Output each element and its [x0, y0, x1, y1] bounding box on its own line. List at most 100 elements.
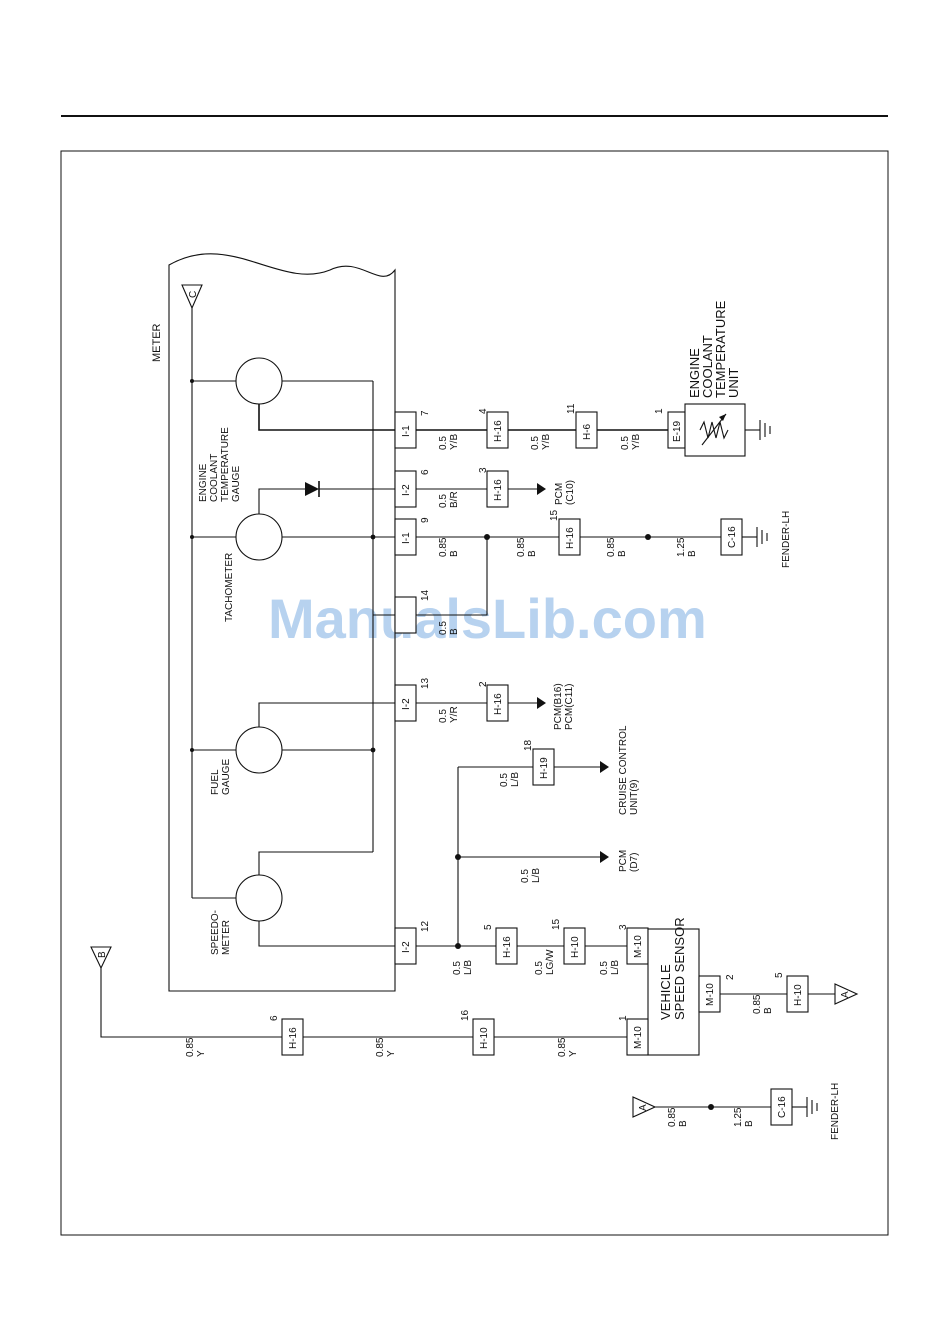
diode-symbol — [305, 482, 319, 496]
connector-h16-4: H-16 4 — [478, 408, 509, 449]
ref-a-in-label: A — [638, 1104, 649, 1111]
wire-label: 0.85Y — [375, 1037, 397, 1057]
svg-text:I-2: I-2 — [401, 941, 412, 953]
meter-connector-14: 14 — [394, 589, 431, 634]
wire — [258, 404, 395, 431]
connector-h16-6: H-16 6 — [269, 1015, 304, 1056]
meter-connector-i1-9: I-1 9 — [394, 517, 431, 556]
svg-text:M-10: M-10 — [633, 935, 644, 958]
svg-text:H-16: H-16 — [493, 420, 504, 442]
svg-text:I-2: I-2 — [401, 484, 412, 496]
coolant-gauge-label: ENGINECOOLANTTEMPERATUREGAUGE — [198, 427, 242, 502]
connector-h16-2: H-16 2 — [478, 681, 509, 722]
wire — [100, 968, 627, 1038]
pcm-b16-arrow — [537, 697, 546, 709]
wire — [416, 537, 488, 616]
ref-a-out-triangle — [834, 983, 859, 1005]
svg-text:5: 5 — [774, 972, 785, 978]
svg-text:C-16: C-16 — [777, 1096, 788, 1118]
connector-h16-5: H-16 5 — [483, 924, 518, 965]
wire — [258, 488, 305, 514]
tachometer-symbol — [235, 513, 283, 561]
connector-h10-5: H-10 5 — [774, 972, 809, 1013]
pcm-b16-c11-label: PCM(B16)PCM(C11) — [553, 683, 575, 730]
meter-connector-i2-12: I-2 12 — [394, 920, 431, 965]
svg-text:13: 13 — [420, 677, 431, 689]
connector-h10-15: H-10 15 — [551, 918, 586, 965]
svg-text:3: 3 — [478, 467, 489, 473]
pcm-c10-label: PCM(C10) — [554, 480, 576, 505]
svg-text:3: 3 — [618, 924, 629, 930]
speedometer-label: SPEEDO-METER — [210, 910, 232, 955]
wire-label: 0.5Y/R — [438, 706, 460, 723]
coolant-temperature-unit-box — [684, 403, 746, 457]
ref-c-triangle — [181, 284, 203, 310]
connector-h16-3: H-16 3 — [478, 467, 509, 508]
tachometer-label: TACHOMETER — [224, 553, 235, 622]
wire — [258, 851, 373, 875]
svg-text:2: 2 — [725, 974, 736, 980]
svg-text:H-16: H-16 — [565, 527, 576, 549]
wire-label: 0.5Y/B — [438, 434, 460, 450]
svg-text:1: 1 — [654, 408, 665, 414]
svg-text:15: 15 — [551, 918, 562, 930]
svg-text:H-16: H-16 — [288, 1027, 299, 1049]
svg-text:H-19: H-19 — [539, 757, 550, 779]
svg-text:H-6: H-6 — [582, 423, 593, 440]
fuel-gauge-label: FUELGAUGE — [210, 759, 232, 795]
pcm-c10-arrow — [537, 483, 546, 495]
speedometer-symbol — [235, 874, 283, 922]
wire-label: 0.5B — [438, 621, 460, 635]
wire-label: 0.85Y — [557, 1037, 579, 1057]
junction-dot — [708, 1104, 714, 1110]
svg-text:1: 1 — [618, 1015, 629, 1021]
wire-label: 0.5L/B — [499, 772, 521, 787]
thermistor-arrowhead — [719, 414, 726, 421]
meter-outline — [168, 253, 396, 992]
cruise-control-arrow — [600, 761, 609, 773]
svg-text:2: 2 — [478, 681, 489, 687]
svg-text:I-2: I-2 — [401, 698, 412, 710]
wire-label: 0.5Y/B — [530, 434, 552, 450]
svg-text:I-1: I-1 — [401, 532, 412, 544]
connector-h16-15: H-16 15 — [549, 509, 581, 556]
svg-text:4: 4 — [478, 408, 489, 414]
diagram-frame — [60, 150, 889, 1236]
coolant-gauge-symbol — [235, 357, 283, 405]
ref-a-in-triangle — [632, 1096, 657, 1118]
wire-label: 0.5L/B — [452, 960, 474, 975]
connector-e19-1: E-19 1 — [654, 408, 686, 449]
ref-a-out-label: A — [840, 991, 851, 998]
wire-label: 0.5L/B — [599, 960, 621, 975]
ground-symbol — [742, 527, 768, 547]
connector-m10-2: M-10 2 — [698, 974, 736, 1013]
meter-title: METER — [151, 323, 163, 362]
svg-text:H-10: H-10 — [793, 984, 804, 1006]
wire — [258, 921, 395, 947]
svg-text:5: 5 — [483, 924, 494, 930]
svg-text:6: 6 — [420, 469, 431, 475]
pcm-d7-label: PCM(D7) — [618, 850, 640, 872]
pcm-d7-arrow — [600, 851, 609, 863]
connector-c16-fender-2: C-16 — [770, 1088, 793, 1126]
fuel-gauge-symbol — [235, 726, 283, 774]
wire-label: 0.5Y/B — [620, 434, 642, 450]
wire-label: 1.25B — [676, 537, 698, 557]
ground-symbol — [792, 1097, 818, 1117]
meter-connector-i2-6: I-2 6 — [394, 469, 431, 508]
vehicle-speed-sensor-box — [647, 928, 700, 1056]
svg-text:15: 15 — [549, 509, 560, 521]
wire — [258, 702, 395, 727]
connector-m10-3: M-10 3 — [618, 924, 649, 965]
vehicle-speed-sensor-label: VEHICLESPEED SENSOR — [658, 917, 687, 1020]
svg-text:H-16: H-16 — [493, 479, 504, 501]
connector-h19-18: H-19 18 — [523, 739, 555, 786]
svg-text:H-10: H-10 — [479, 1027, 490, 1049]
wire-label: 0.85B — [438, 537, 460, 557]
ref-c-label: C — [188, 291, 199, 298]
cruise-control-label: CRUISE CONTROLUNIT(9) — [618, 725, 640, 815]
junction-dot — [645, 534, 651, 540]
wire-label: 0.85B — [516, 537, 538, 557]
coolant-temperature-unit-label: ENGINECOOLANTTEMPERATUREUNIT — [687, 300, 741, 398]
